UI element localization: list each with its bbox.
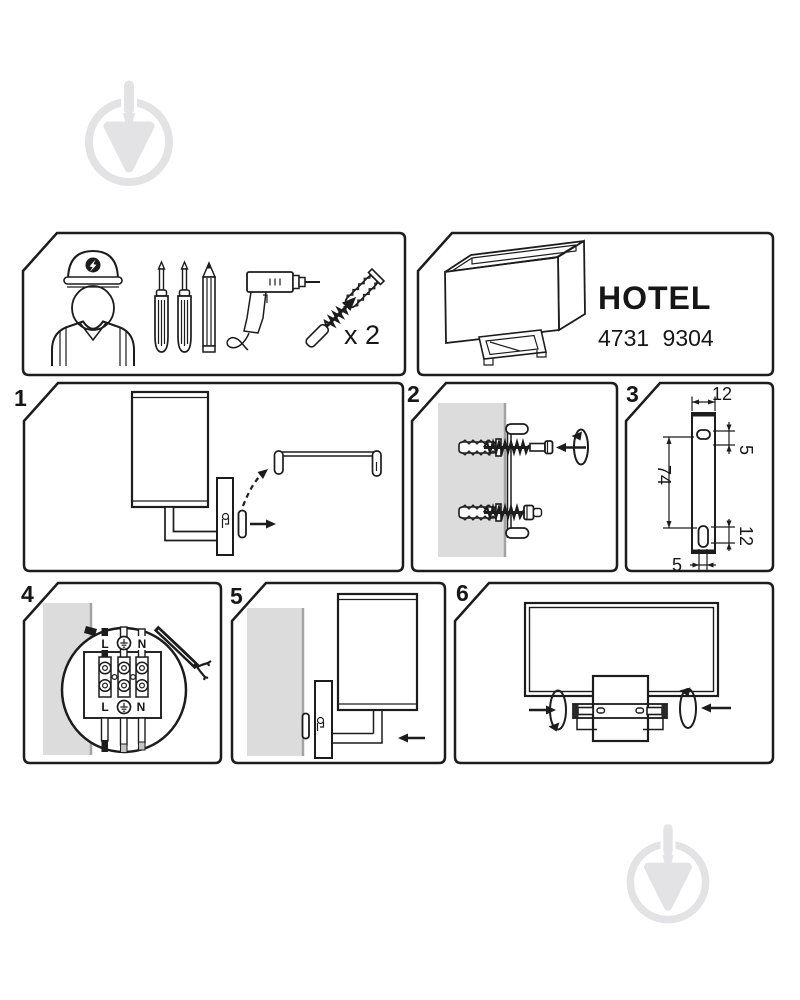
left-screw-in-arrow-icon [529,705,556,715]
brand-watermark-bottom-right-icon [630,823,705,920]
push-left-arrow-icon [398,733,425,743]
pencil-icon [201,261,217,353]
dimension-bottom-slot-height: 12 [711,519,756,551]
bracket-front-view [691,412,716,554]
lamp-bottom-view [523,601,720,743]
screw-in-arrow-icon [556,443,586,452]
cable-entry-mark [84,626,97,636]
earth-symbol-bottom-icon [116,699,132,715]
phillips-screwdriver-icon [154,260,169,353]
product-name: HOTEL [598,280,711,316]
dim-hole-spacing-value: 74 [654,465,674,485]
dimension-hole-spacing: 74 [654,436,697,529]
lamp-wires-bottom [100,717,146,753]
dim-bottom-slot-width-value: 5 [672,555,682,575]
neutral-label-top: N [138,637,147,651]
anchor-quantity-label: x 2 [344,320,380,350]
panel-step-5: 5 [230,581,447,765]
panel-step-1: 1 [14,381,405,573]
step-5-number: 5 [230,583,243,609]
bottom-anchor-and-screw [458,502,543,522]
dimension-top-width: 12 [691,384,732,411]
step-2-number: 2 [407,381,420,407]
flat-screwdriver-icon [177,260,192,353]
dim-top-width-value: 12 [712,384,732,404]
panel-product: HOTEL 4731 9304 [416,231,775,377]
wall-lamp-isometric [444,239,586,366]
step-3-number: 3 [626,381,639,407]
wall-anchor-screw-icon [305,268,385,348]
panel-tools-required: x 2 [21,231,407,377]
wall-section [247,608,302,756]
bracket-side-view [301,712,310,740]
right-screw-in-arrow-icon [701,703,731,713]
dim-bottom-slot-height-value: 12 [736,526,756,546]
terminal-labels-top: L N [98,635,149,651]
brand-watermark-top-left-icon [89,79,169,182]
wall-section [438,403,505,557]
top-anchor-and-screw [458,437,554,457]
panel-step-3: 3 12 5 74 12 [624,381,775,575]
live-label-top: L [101,637,108,651]
drill-icon [226,271,320,351]
lamp-side-view [314,592,419,759]
right-rotation-arrow-icon [679,687,697,729]
earth-symbol-top-icon [116,635,132,651]
detach-curved-arrow-icon [241,469,268,507]
mounting-bracket-removed [273,450,382,477]
panel-step-2: 2 [407,381,619,573]
pull-right-arrow-icon [250,519,276,529]
product-code: 4731 9304 [598,325,714,351]
lamp-side-view [130,390,234,556]
neutral-label-bottom: N [137,700,146,714]
panel-step-4: 4 [21,581,223,765]
mains-cable [153,625,212,681]
step-1-number: 1 [14,385,27,411]
panel-step-6: 6 [453,580,775,765]
live-label-bottom: L [101,700,108,714]
electrician-icon [51,249,135,366]
step-4-number: 4 [21,581,34,607]
bracket-cover-strip [237,509,247,539]
dimension-top-slot-offset: 5 [713,422,756,455]
dim-top-slot-offset-value: 5 [736,445,756,455]
dimension-bottom-slot-width: 5 [672,549,716,575]
step-6-number: 6 [456,580,469,606]
terminal-labels-bottom: L N [101,699,146,715]
